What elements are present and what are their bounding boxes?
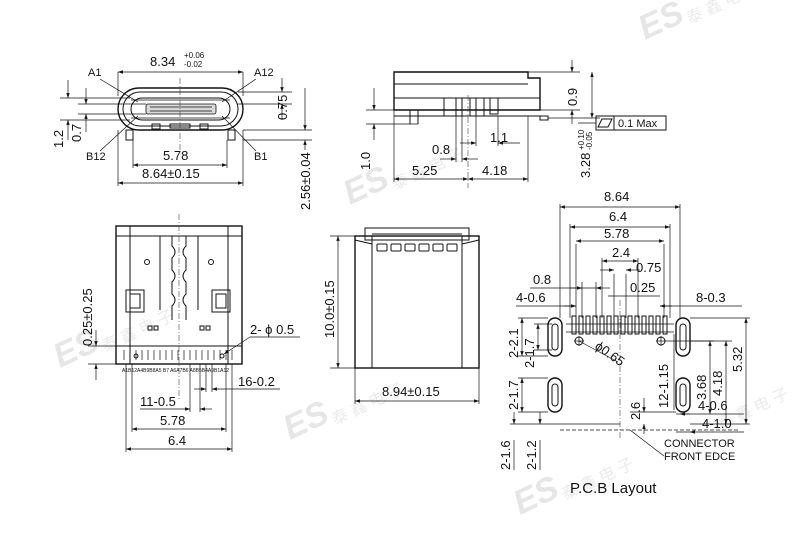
dim-width-upper: +0.06 bbox=[184, 51, 205, 60]
dim-hole: 2- ϕ 0.5 bbox=[250, 322, 294, 337]
dim-3-68: 3.68 bbox=[694, 375, 709, 400]
dim-2-1-2: 2-1.2 bbox=[524, 440, 539, 470]
dim-2-1-7: 2-1.7 bbox=[522, 338, 537, 368]
connector-edge-line1: CONNECTOR bbox=[664, 438, 735, 450]
dim-2-1-7-lower: 2-1.7 bbox=[506, 380, 521, 410]
pin-label-a1: A1 bbox=[88, 67, 101, 79]
pin-row bbox=[123, 350, 233, 360]
dim-6-4-pcb: 6.4 bbox=[609, 209, 627, 224]
dim-1-1: 1.1 bbox=[490, 130, 508, 145]
dim-4-18-pcb: 4.18 bbox=[710, 371, 725, 396]
front-view: 8.34 +0.06 -0.02 A1 A12 B12 B1 bbox=[51, 51, 313, 210]
dim-3-28-upper: +0.10 bbox=[577, 129, 586, 150]
dim-width-lower: -0.02 bbox=[184, 60, 203, 69]
side-view: 0.9 3.28 +0.10 -0.05 0.1 Max 1.1 1.0 0.8 bbox=[358, 60, 667, 188]
dim-8-0-3: 8-0.3 bbox=[696, 290, 726, 305]
dim-5-25: 5.25 bbox=[412, 163, 437, 178]
dim-5-78-pcb: 5.78 bbox=[604, 226, 629, 241]
dim-10-0: 10.0±0.15 bbox=[322, 280, 337, 338]
dim-4-1-0: 4-1.0 bbox=[702, 416, 732, 431]
dim-0-8: 0.8 bbox=[432, 142, 450, 157]
pin-label-row: A1B12A4B9B8A5 B7 A6A7B6 A8B5B4A9B1A12 bbox=[122, 368, 229, 374]
watermark-logo: ES bbox=[632, 0, 689, 47]
dim-0-75: 0.75 bbox=[275, 95, 290, 120]
dim-6-4-bottom: 6.4 bbox=[168, 433, 186, 448]
dim-2-4: 2.4 bbox=[612, 245, 630, 260]
dim-12-1-15: 12-1.15 bbox=[656, 364, 671, 408]
dim-1-0: 1.0 bbox=[358, 152, 373, 170]
dim-2-1-6: 2-1.6 bbox=[498, 440, 513, 470]
watermark-cn: 泰 鑫 电 子 bbox=[99, 306, 177, 356]
dim-0-9: 0.9 bbox=[565, 88, 580, 106]
dim-8-64-pcb: 8.64 bbox=[604, 189, 629, 204]
dim-width-base: 8.34 bbox=[150, 54, 175, 69]
dim-4-18: 4.18 bbox=[482, 163, 507, 178]
pcb-layout-title: P.C.B Layout bbox=[570, 480, 657, 497]
dim-5-32: 5.32 bbox=[730, 347, 745, 372]
watermark-cn: 泰 鑫 电 子 bbox=[684, 0, 762, 28]
pin-label-a12: A12 bbox=[254, 67, 274, 79]
dim-5-78-bottom: 5.78 bbox=[160, 413, 185, 428]
pin-label-b12: B12 bbox=[86, 151, 106, 163]
bottom-view: A1B12A4B9B8A5 B7 A6A7B6 A8B5B4A9B1A12 0.… bbox=[80, 214, 300, 452]
dim-3-28-base: 3.28 bbox=[578, 153, 593, 178]
flatness-tolerance: 0.1 Max bbox=[618, 118, 658, 130]
dim-4-0-6-right: 4-0.6 bbox=[698, 398, 728, 413]
top-view: 10.0±0.15 8.94±0.15 bbox=[322, 227, 480, 404]
dim-0-7: 0.7 bbox=[69, 124, 84, 142]
dim-8-64: 8.64±0.15 bbox=[142, 166, 200, 181]
dim-0-25-pcb: 0.25 bbox=[630, 280, 655, 295]
dim-0-8-pcb: 0.8 bbox=[533, 272, 551, 287]
dim-8-94: 8.94±0.15 bbox=[382, 384, 440, 399]
dim-0-25: 0.25±0.25 bbox=[80, 288, 95, 346]
dim-2-56: 2.56±0.04 bbox=[298, 152, 313, 210]
dim-11-0-5: 11-0.5 bbox=[140, 394, 176, 409]
pcb-layout: 8.64 6.4 5.78 2.4 0.75 0.8 0.25 4-0.6 8-… bbox=[498, 189, 750, 497]
dim-phi-0-65: ϕ0.65 bbox=[592, 338, 627, 369]
dim-1-2: 1.2 bbox=[51, 130, 66, 148]
watermark-logo: ES bbox=[277, 394, 334, 448]
dim-4-0-6-top: 4-0.6 bbox=[516, 290, 546, 305]
dim-2-2-1: 2-2.1 bbox=[506, 328, 521, 358]
connector-edge-line2: FRONT EDCE bbox=[664, 451, 735, 463]
dim-16-0-2: 16-0.2 bbox=[238, 374, 275, 389]
contact-windows bbox=[376, 243, 458, 252]
dim-5-78: 5.78 bbox=[163, 148, 188, 163]
smt-pads bbox=[571, 315, 668, 335]
pin-label-b1: B1 bbox=[254, 151, 267, 163]
dim-3-28-lower: -0.05 bbox=[585, 131, 594, 150]
watermark-logo: ES bbox=[507, 469, 564, 523]
dim-0-75-pcb: 0.75 bbox=[636, 260, 661, 275]
dim-2-6: 2.6 bbox=[628, 402, 643, 420]
